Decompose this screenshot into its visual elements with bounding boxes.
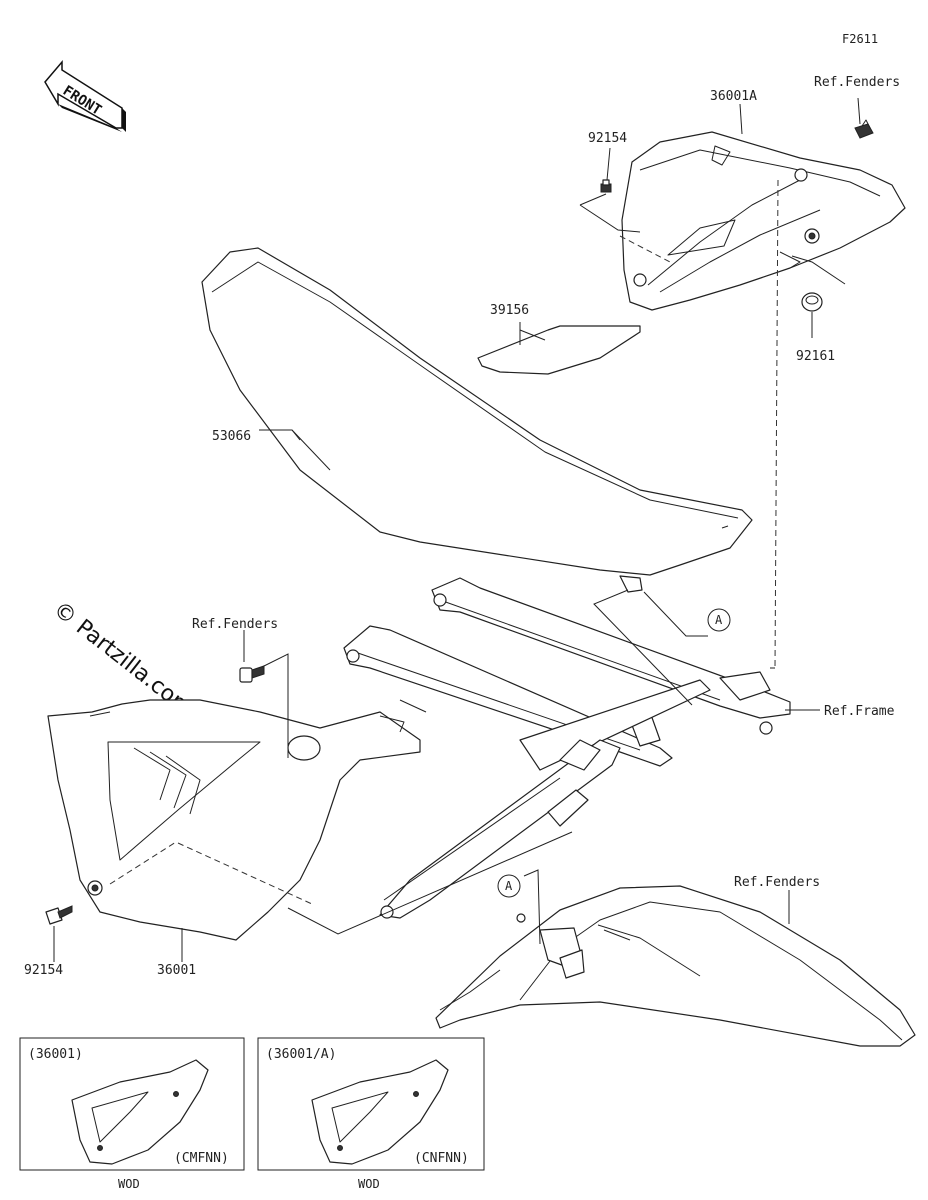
bolt-ref-fenders-mid — [239, 665, 265, 683]
svg-text:A: A — [505, 879, 513, 893]
reference-marker-a-upper: A — [707, 608, 731, 632]
bolt-92154-top — [600, 179, 612, 193]
side-cover-right-36001A — [621, 131, 906, 311]
bolt-92154-bottom — [45, 905, 73, 925]
label-92154-top: 92154 — [588, 131, 627, 146]
inset-caption: WOD — [358, 1177, 380, 1191]
bolt-ref-fenders-top — [854, 119, 874, 139]
diagram-id: F2611 — [842, 32, 878, 46]
label-39156: 39156 — [490, 303, 529, 318]
label-ref-fenders-mid: Ref.Fenders — [192, 617, 278, 632]
inset-part-label: (36001) — [28, 1047, 83, 1062]
label-36001: 36001 — [157, 963, 196, 978]
seat-53066 — [201, 247, 753, 593]
subframe — [343, 577, 791, 919]
pad-39156 — [477, 325, 641, 375]
label-ref-fenders-top: Ref.Fenders — [814, 75, 900, 90]
label-ref-frame: Ref.Frame — [824, 704, 895, 719]
front-direction-arrow: FRONT — [44, 59, 126, 132]
rear-fender — [435, 885, 916, 1047]
label-92161: 92161 — [796, 349, 835, 364]
leader-lines — [53, 97, 861, 962]
inset-36001-cmfnn: (36001) (CMFNN) WOD — [19, 1037, 245, 1191]
inset-part-label: (36001/A) — [266, 1047, 336, 1062]
inset-caption: WOD — [118, 1177, 140, 1191]
side-cover-left-36001 — [47, 699, 421, 941]
damper-92161 — [801, 292, 823, 312]
callout-labels: 36001A Ref.Fenders 92154 39156 92161 530… — [24, 75, 900, 978]
label-92154-bottom: 92154 — [24, 963, 63, 978]
inset-variant-label: (CNFNN) — [414, 1151, 469, 1166]
inset-36001A-cnfnn: (36001/A) (CNFNN) WOD — [257, 1037, 485, 1191]
svg-text:A: A — [715, 613, 723, 627]
label-ref-fenders-rear: Ref.Fenders — [734, 875, 820, 890]
label-53066: 53066 — [212, 429, 251, 444]
reference-marker-a-lower: A — [497, 874, 521, 898]
inset-variant-label: (CMFNN) — [174, 1151, 229, 1166]
label-36001A: 36001A — [710, 89, 757, 104]
